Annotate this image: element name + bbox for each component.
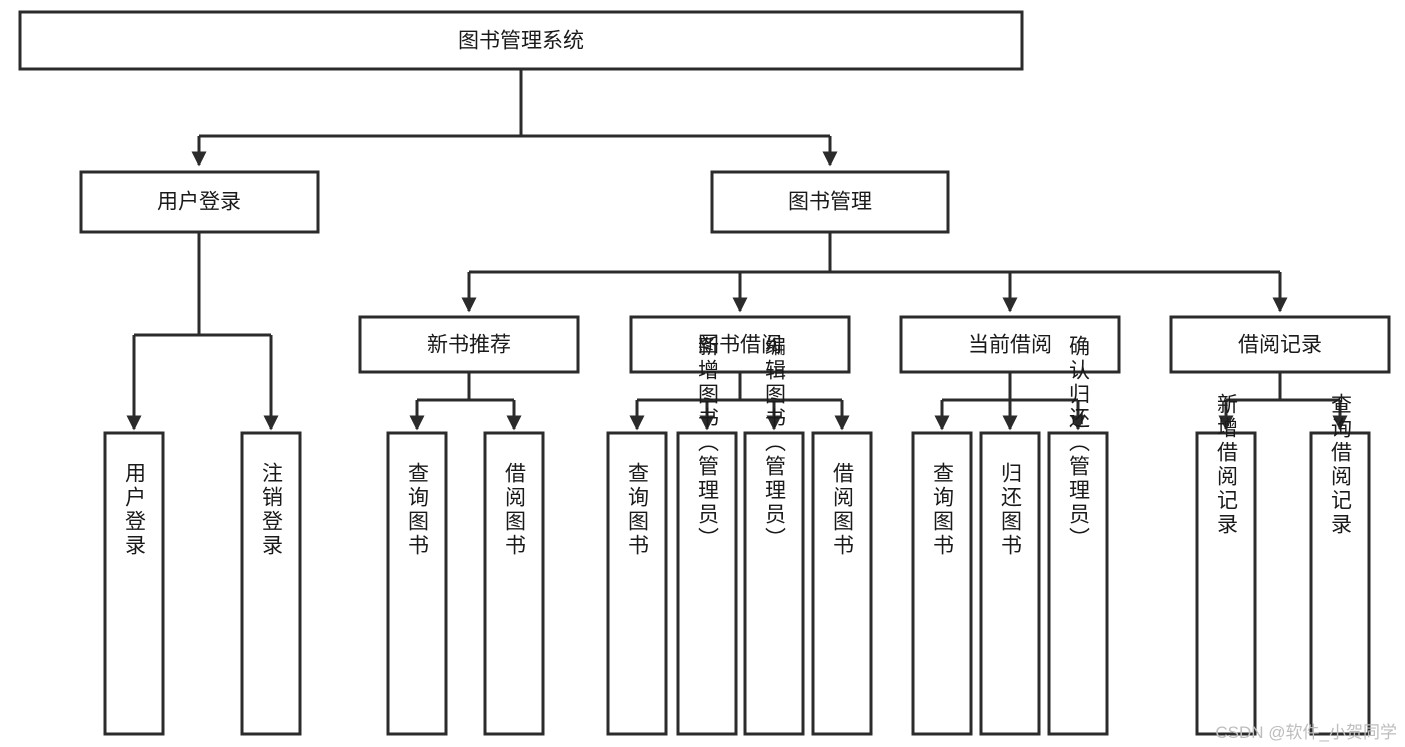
leaf-book-borrow-3-label: 借阅图书: [831, 462, 855, 558]
connectors: [126, 69, 1348, 431]
leaf-new-book-1-box[interactable]: [483, 431, 545, 736]
leaf-user-login-1-label: 注销登录: [260, 462, 284, 558]
node-root-box[interactable]: [18, 10, 1024, 71]
leaf-new-book-1[interactable]: 借阅图书: [483, 431, 545, 736]
leaf-book-borrow-0[interactable]: 查询图书: [606, 431, 668, 736]
node-book-manage[interactable]: 图书管理: [710, 170, 950, 234]
leaf-book-borrow-2[interactable]: 编辑图书（管理员）: [743, 335, 805, 736]
node-new-book-recommend[interactable]: 新书推荐: [358, 315, 580, 374]
leaf-borrow-record-0[interactable]: 新增借阅记录: [1195, 393, 1257, 736]
leaf-book-borrow-3-box[interactable]: [811, 431, 873, 736]
leaf-book-borrow-2-box[interactable]: [743, 431, 805, 736]
node-borrow-record-box[interactable]: [1169, 315, 1391, 374]
leaf-current-borrow-1-box[interactable]: [979, 431, 1041, 736]
leaf-book-borrow-0-box[interactable]: [606, 431, 668, 736]
leaf-current-borrow-1-label: 归还图书: [999, 462, 1023, 558]
node-user-login[interactable]: 用户登录: [79, 170, 320, 234]
leaf-book-borrow-3[interactable]: 借阅图书: [811, 431, 873, 736]
node-user-login-label: 用户登录: [157, 191, 241, 214]
node-new-book-recommend-label: 新书推荐: [427, 334, 511, 357]
leaf-book-borrow-1-label: 新增图书（管理员）: [696, 335, 720, 551]
node-book-borrow-label: 图书借阅: [698, 334, 782, 357]
leaf-book-borrow-1-box[interactable]: [676, 431, 738, 736]
node-new-book-recommend-box[interactable]: [358, 315, 580, 374]
node-root-label: 图书管理系统: [458, 30, 584, 53]
leaf-user-login-0[interactable]: 用户登录: [103, 431, 165, 736]
leaf-user-login-1[interactable]: 注销登录: [240, 431, 302, 736]
leaf-new-book-1-label: 借阅图书: [503, 462, 527, 558]
node-borrow-record[interactable]: 借阅记录: [1169, 315, 1391, 374]
leaf-user-login-1-box[interactable]: [240, 431, 302, 736]
node-current-borrow[interactable]: 当前借阅: [899, 315, 1121, 374]
leaf-borrow-record-1-label: 查询借阅记录: [1329, 393, 1353, 537]
leaf-user-login-0-label: 用户登录: [123, 462, 147, 558]
leaf-user-login-0-box[interactable]: [103, 431, 165, 736]
leaf-current-borrow-0-label: 查询图书: [931, 462, 955, 558]
leaf-current-borrow-2[interactable]: 确认归还（管理员）: [1047, 335, 1109, 736]
node-current-borrow-label: 当前借阅: [968, 334, 1052, 357]
leaf-new-book-0-box[interactable]: [386, 431, 448, 736]
leaf-current-borrow-0[interactable]: 查询图书: [911, 431, 973, 736]
leaf-current-borrow-1[interactable]: 归还图书: [979, 431, 1041, 736]
node-borrow-record-label: 借阅记录: [1238, 334, 1322, 357]
leaf-current-borrow-2-box[interactable]: [1047, 431, 1109, 736]
node-root-system[interactable]: 图书管理系统: [18, 10, 1024, 71]
node-current-borrow-box[interactable]: [899, 315, 1121, 374]
leaf-borrow-record-1[interactable]: 查询借阅记录: [1309, 393, 1371, 736]
node-book-manage-box[interactable]: [710, 170, 950, 234]
leaf-current-borrow-2-label: 确认归还（管理员）: [1067, 335, 1091, 551]
node-user-login-box[interactable]: [79, 170, 320, 234]
node-book-borrow-box[interactable]: [629, 315, 851, 374]
node-book-manage-label: 图书管理: [788, 191, 872, 214]
leaf-borrow-record-1-box[interactable]: [1309, 431, 1371, 736]
leaf-new-book-0[interactable]: 查询图书: [386, 431, 448, 736]
leaf-borrow-record-0-box[interactable]: [1195, 431, 1257, 736]
leaf-book-borrow-2-label: 编辑图书（管理员）: [763, 335, 787, 551]
leaf-current-borrow-0-box[interactable]: [911, 431, 973, 736]
leaf-book-borrow-0-label: 查询图书: [626, 462, 650, 558]
leaf-book-borrow-1[interactable]: 新增图书（管理员）: [676, 335, 738, 736]
leaf-borrow-record-0-label: 新增借阅记录: [1215, 393, 1239, 537]
node-book-borrow[interactable]: 图书借阅: [629, 315, 851, 374]
leaf-new-book-0-label: 查询图书: [406, 462, 430, 558]
